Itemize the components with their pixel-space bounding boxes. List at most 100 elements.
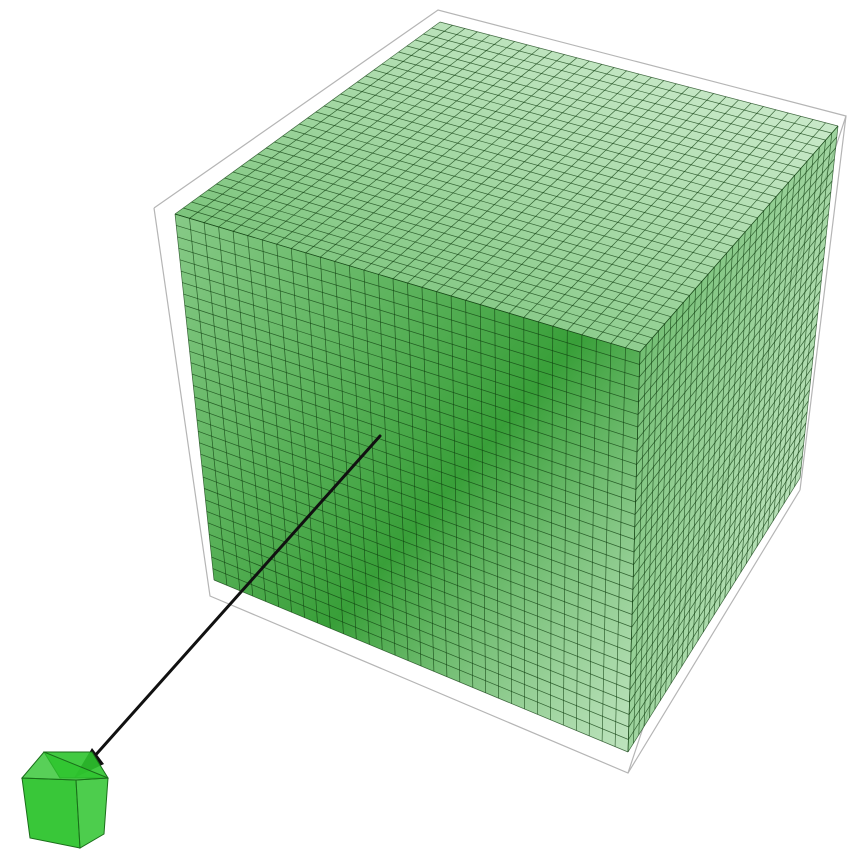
right-face-grid-line xyxy=(783,147,820,504)
top-face-grid-line xyxy=(241,165,690,296)
front-face-grid-line xyxy=(204,488,632,653)
front-face-grid-line xyxy=(436,291,448,677)
right-face-grid-line xyxy=(631,356,814,615)
top-face-grid-line xyxy=(508,96,727,314)
top-face-grid-line xyxy=(232,171,684,303)
arrow-shaft xyxy=(82,434,382,770)
right-face-grid-line xyxy=(633,312,819,565)
top-face-grid-line xyxy=(436,80,665,292)
right-face-grid-line xyxy=(719,231,746,607)
front-face-grid-line xyxy=(588,339,597,736)
right-face-grid-line xyxy=(745,196,777,564)
front-face-grid-line xyxy=(523,317,525,710)
front-face-grid-line xyxy=(550,326,554,720)
right-face-grid-line xyxy=(629,422,807,690)
right-face-grid-line xyxy=(632,345,815,603)
front-face-grid-line xyxy=(614,347,626,747)
front-face-grid-line xyxy=(575,334,583,731)
front-face-grid-line xyxy=(601,343,612,742)
big-cube-top-face xyxy=(175,22,838,352)
front-face-grid-line xyxy=(196,419,634,578)
right-face-grid-line xyxy=(772,161,808,521)
front-face-grid-line xyxy=(195,408,634,565)
front-face-grid-line xyxy=(208,533,630,703)
top-face-grid-line xyxy=(257,153,702,282)
front-face-grid-line xyxy=(562,330,568,726)
right-face-grid-line xyxy=(724,224,752,598)
top-face-grid-line xyxy=(581,112,789,336)
right-face-grid-line xyxy=(628,455,803,728)
top-face-grid-line xyxy=(174,213,641,353)
right-face-grid-line xyxy=(740,203,771,573)
top-face-grid-line xyxy=(523,99,739,318)
top-face-grid-line xyxy=(290,129,727,254)
right-face-grid-line xyxy=(633,323,817,578)
top-face-grid-line xyxy=(567,109,777,331)
front-face-grid-line xyxy=(494,308,499,699)
top-face-grid-line xyxy=(538,103,752,323)
top-face-grid-line xyxy=(307,117,740,240)
right-face-grid-line xyxy=(630,411,808,678)
front-face-grid-line xyxy=(201,465,632,628)
front-face-grid-line xyxy=(211,556,629,728)
right-face-grid-line xyxy=(633,301,820,553)
top-face-grid-line xyxy=(465,86,690,301)
right-face-grid-line xyxy=(767,168,802,530)
front-face-grid-line xyxy=(508,313,512,704)
right-face-grid-line xyxy=(627,477,801,753)
front-face-grid-line xyxy=(206,511,631,678)
front-face-grid-line xyxy=(465,300,474,688)
top-face-grid-line xyxy=(191,201,653,339)
top-face-grid-line xyxy=(625,122,826,348)
right-face-grid-line xyxy=(729,217,758,590)
right-face-grid-line xyxy=(628,466,802,740)
top-face-grid-line xyxy=(450,83,677,297)
front-face-grid-line xyxy=(213,579,629,753)
top-face-grid-line xyxy=(282,135,721,261)
right-face-grid-line xyxy=(631,367,813,628)
front-face-grid-line xyxy=(537,321,539,715)
top-face-grid-line xyxy=(216,183,671,318)
front-face-grid-line xyxy=(479,304,487,693)
right-face-grid-line xyxy=(794,133,833,487)
front-face-grid-line xyxy=(199,442,633,603)
top-face-grid-line xyxy=(266,147,709,275)
right-face-grid-line xyxy=(630,389,810,653)
right-face-grid-line xyxy=(735,210,765,581)
right-face-grid-line xyxy=(756,182,789,547)
top-face-grid-line xyxy=(610,119,814,344)
right-face-grid-line xyxy=(778,154,814,513)
right-face-grid-line xyxy=(799,125,839,479)
right-face-grid-line xyxy=(762,175,796,538)
top-face-grid-line xyxy=(639,125,839,353)
right-face-grid-line xyxy=(632,334,816,590)
bounding-box-front-edges xyxy=(153,207,801,774)
right-face-grid-line xyxy=(631,378,811,640)
right-face-grid-line xyxy=(628,444,804,715)
front-face-grid-line xyxy=(202,476,632,640)
front-face-grid-line xyxy=(212,568,629,740)
top-face-grid-line xyxy=(224,177,678,310)
front-face-grid-line xyxy=(194,396,635,553)
top-face-grid-line xyxy=(299,123,733,247)
top-face-grid-line xyxy=(552,106,764,327)
big-cube-grid xyxy=(174,21,839,753)
small-cube-front-face xyxy=(21,777,81,849)
right-face-grid-line xyxy=(629,433,806,703)
top-face-grid-line xyxy=(208,189,665,325)
top-face-grid-line xyxy=(199,195,659,332)
front-face-grid-line xyxy=(205,499,631,665)
small-cube-right-face xyxy=(75,777,109,849)
top-face-grid-line xyxy=(479,90,702,305)
top-face-grid-line xyxy=(596,116,801,340)
big-cube xyxy=(174,21,839,753)
small-cube-top-face xyxy=(20,751,109,781)
top-face-grid-line xyxy=(249,159,696,289)
top-face-grid-line xyxy=(274,141,715,268)
right-face-grid-line xyxy=(630,400,809,665)
top-face-grid-line xyxy=(183,207,647,346)
front-face-grid-line xyxy=(198,430,634,590)
front-face-grid-line xyxy=(421,287,435,672)
front-face-grid-line xyxy=(210,545,630,715)
